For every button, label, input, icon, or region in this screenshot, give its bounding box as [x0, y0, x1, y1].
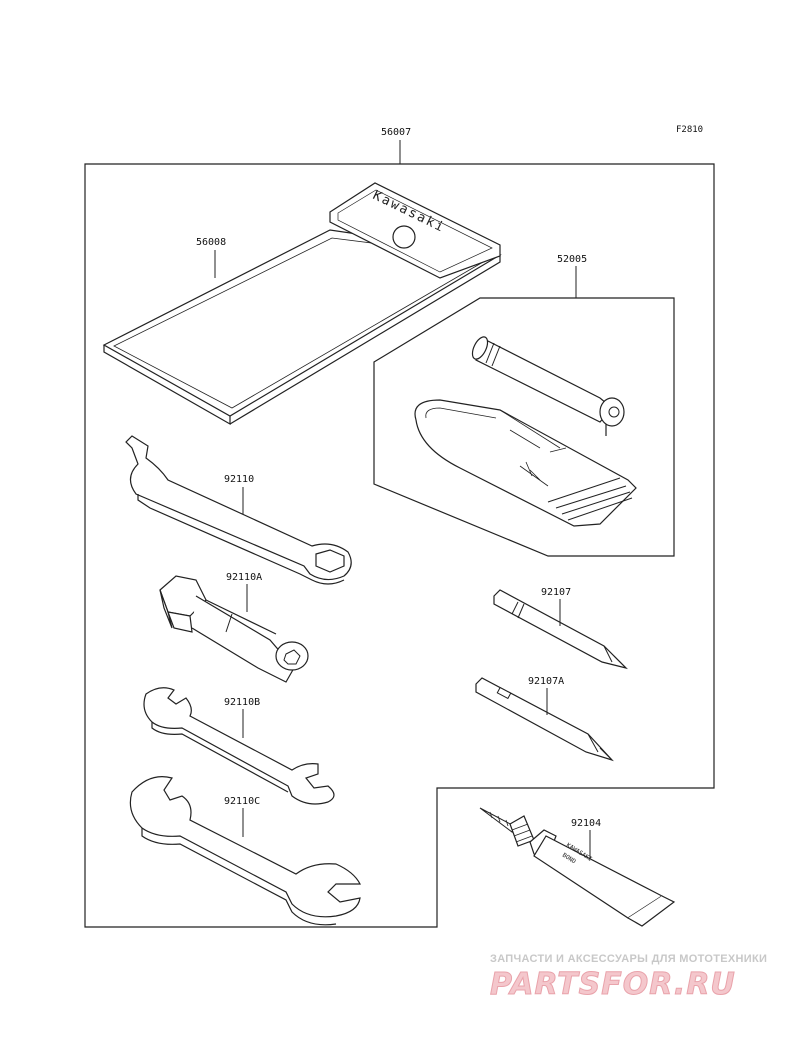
co2-cylinder	[471, 336, 625, 436]
open-wrench-small	[143, 687, 335, 805]
tool-pouch: Kawasaki	[102, 182, 502, 426]
hook-spanner	[125, 435, 352, 585]
watermark-logo: PARTSFOR.RU	[490, 967, 736, 1002]
screwdriver-bit	[493, 589, 628, 670]
snap-button-icon	[392, 225, 416, 249]
part-label-driver[interactable]: 92107	[541, 587, 571, 598]
part-label-pouch[interactable]: 56008	[196, 237, 226, 248]
part-label-tire-kit[interactable]: 52005	[557, 254, 587, 265]
kit-boundary	[84, 163, 715, 928]
part-label-wrench-b[interactable]: 92110B	[224, 697, 260, 708]
part-label-driver-a[interactable]: 92107A	[528, 676, 564, 687]
part-label-spanner[interactable]: 92110	[224, 474, 254, 485]
box-socket	[159, 575, 309, 683]
figure-code: F2810	[676, 125, 703, 135]
part-label-bond[interactable]: 92104	[571, 818, 601, 829]
part-label-kit[interactable]: 56007	[381, 127, 411, 138]
repair-bag	[414, 399, 637, 527]
part-label-wrench-c[interactable]: 92110C	[224, 796, 260, 807]
screwdriver-grip	[475, 677, 614, 762]
watermark-tagline: ЗАПЧАСТИ И АКСЕССУАРЫ ДЛЯ МОТОТЕХНИКИ	[490, 953, 767, 965]
part-label-socket[interactable]: 92110A	[226, 572, 262, 583]
open-wrench-large	[129, 776, 361, 926]
